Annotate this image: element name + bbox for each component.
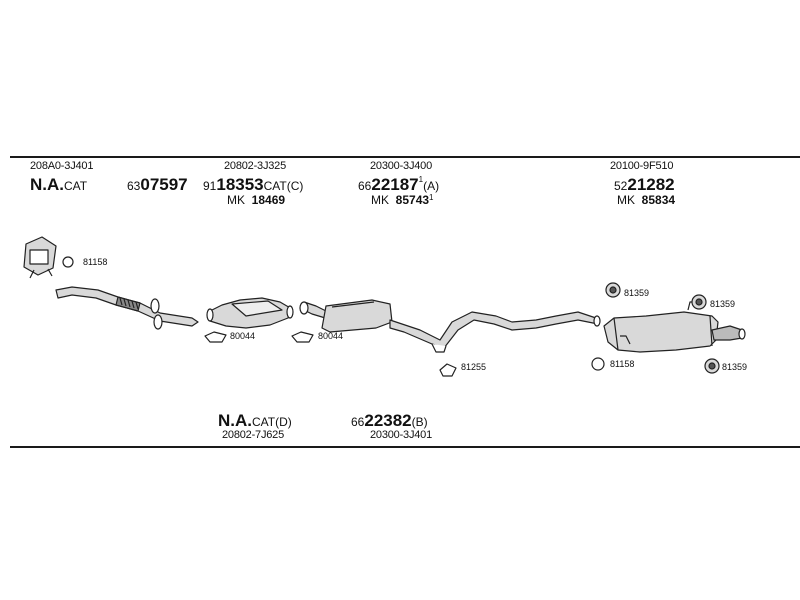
rubber-mount-icon <box>704 358 720 374</box>
part-number-label: 20300-3J401 <box>370 429 433 441</box>
mounting-kit-label: MK 18469 <box>227 193 286 207</box>
gasket-icon <box>291 331 314 343</box>
gasket-ref-label: 81255 <box>461 362 487 372</box>
part-number-label: 20802-7J625 <box>222 429 285 441</box>
gasket-ring-icon <box>591 357 605 371</box>
article-number: 6622382(B) <box>351 411 428 430</box>
gasket-ref-label: 81158 <box>610 359 635 369</box>
catalytic-na-label: N.A.CAT <box>30 175 88 194</box>
article-number: 6307597 <box>127 175 188 194</box>
catalytic-na-label: N.A.CAT(D) <box>218 411 292 430</box>
part-number-label: 208A0-3J401 <box>30 160 94 172</box>
gasket-icon <box>439 363 457 377</box>
rubber-mount-ref-label: 81359 <box>624 288 650 298</box>
manifold-flange-part <box>23 236 57 279</box>
top-divider <box>10 156 800 158</box>
part-number-label: 20300-3J400 <box>370 160 433 172</box>
rubber-mount-icon <box>691 294 707 310</box>
rubber-mount-ref-label: 81359 <box>710 299 736 309</box>
article-number: 9118353CAT(C) <box>203 175 304 194</box>
rubber-mount-icon <box>605 282 621 298</box>
article-number: 5221282 <box>614 175 675 194</box>
part-number-label: 20802-3J325 <box>224 160 287 172</box>
bottom-divider <box>10 446 800 448</box>
front-pipe-part <box>55 286 199 330</box>
rear-muffler-part <box>603 301 746 353</box>
article-number: 66221871(A) <box>358 175 440 194</box>
mounting-kit-label: MK 857431 <box>371 193 434 207</box>
gasket-ring-icon <box>62 256 74 268</box>
gasket-ref-label: 80044 <box>230 331 256 341</box>
center-pipe-resonator-part <box>299 299 601 353</box>
mounting-kit-label: MK 85834 <box>617 193 676 207</box>
part-number-label: 20100-9F510 <box>610 160 674 172</box>
gasket-ref-label: 80044 <box>318 331 344 341</box>
catalytic-converter-part <box>206 297 294 329</box>
rubber-mount-ref-label: 81359 <box>722 362 748 372</box>
gasket-icon <box>204 331 227 343</box>
gasket-ref-label: 81158 <box>83 257 108 267</box>
